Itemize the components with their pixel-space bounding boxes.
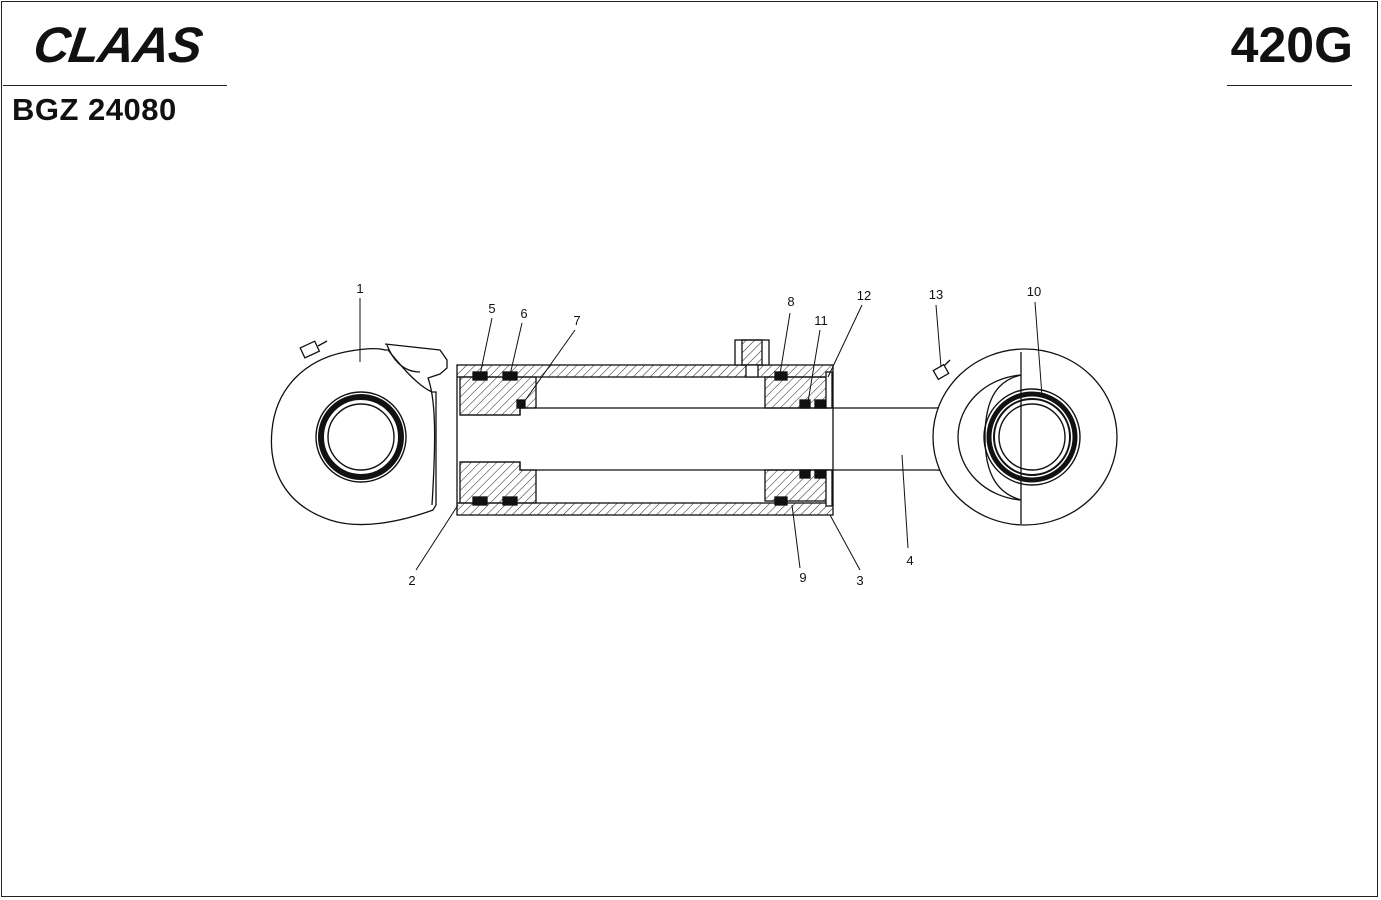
callout-7: 7: [573, 313, 580, 328]
cylinder-tube: [456, 364, 834, 516]
callout-2: 2: [408, 573, 415, 588]
brand-text: CLAAS: [30, 22, 206, 68]
leader-lines: [359, 298, 1043, 571]
left-clevis-eye: [270, 343, 448, 526]
callout-10: 10: [1027, 284, 1041, 299]
grease-nipple-right: [932, 359, 951, 381]
model-underline: [1227, 85, 1352, 86]
left-eye-bushing: [315, 391, 407, 483]
brand-underline: [3, 85, 227, 86]
callout-9: 9: [799, 570, 806, 585]
callout-1: 1: [356, 281, 363, 296]
grease-nipple-left: [299, 340, 328, 359]
callout-3: 3: [856, 573, 863, 588]
claas-logo: CLAAS: [30, 22, 206, 68]
right-rod-eye: [932, 348, 1118, 526]
model-number: 420G: [1230, 17, 1353, 73]
callout-12: 12: [857, 288, 871, 303]
document-code: BGZ 24080: [12, 92, 177, 127]
piston-rod: [460, 399, 956, 481]
callout-6: 6: [520, 306, 527, 321]
gland-head: [764, 371, 833, 507]
callout-13: 13: [929, 287, 943, 302]
right-eye-spherical-bearing: [983, 388, 1081, 486]
callout-4: 4: [906, 553, 913, 568]
hydraulic-port: [734, 339, 770, 378]
callout-11: 11: [814, 313, 828, 328]
callout-labels: 1 2 3 4 5 6 7 8 9 10 11 12 13: [356, 281, 1041, 588]
piston: [459, 371, 537, 506]
callout-8: 8: [787, 294, 794, 309]
callout-5: 5: [488, 301, 495, 316]
